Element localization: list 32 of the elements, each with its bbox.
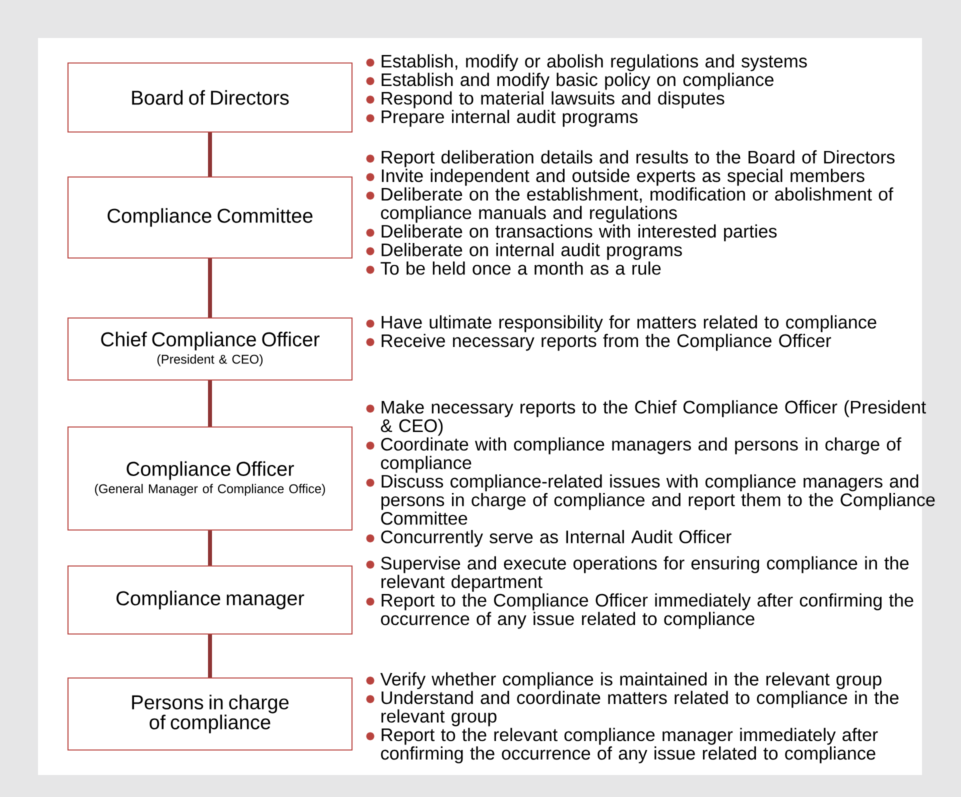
bullet-text: Establish, modify or abolish regulations and systems xyxy=(382,54,807,72)
bullet-text: Report to the relevant compliance manager immediately after confirming the occurrence of any issue related to compliance xyxy=(381,728,878,764)
role-box: Compliance Committee xyxy=(67,176,353,259)
bullet-text: To be held once a month as a rule xyxy=(380,261,661,275)
connector-line xyxy=(208,634,212,678)
bullet-text: Respond to material lawsuits and disputes xyxy=(382,91,724,108)
connector-line xyxy=(208,530,212,566)
role-box: Board of Directors xyxy=(67,62,353,133)
role-box: Persons in charge of compliance xyxy=(67,677,353,751)
bullet-text: Invite independent and outside experts as special members xyxy=(382,168,864,186)
bullet-text: Understand and coordinate matters related to compliance in the relevant group xyxy=(381,690,898,726)
role-box: Compliance Officer (General Manager of Compliance Office) xyxy=(67,426,353,531)
role-box: Compliance manager xyxy=(67,565,353,635)
bullet-text: Establish and modify basic policy on compliance xyxy=(382,72,774,90)
connector-line xyxy=(208,380,212,426)
bullet-text: Deliberate on transactions with interested parties xyxy=(382,224,777,242)
bullet-text: Verify whether compliance is maintained in the relevant group xyxy=(380,672,882,690)
bullet-text: Receive necessary reports from the Compliance Officer xyxy=(382,334,832,351)
bullet-text: Report to the Compliance Officer immediately after confirming the occurrence of any issue related to compliance xyxy=(381,593,914,629)
connector-line xyxy=(208,258,212,318)
connector-line xyxy=(208,132,212,176)
bullet-text: Concurrently serve as Internal Audit Officer xyxy=(381,530,732,547)
bullet-text: Deliberate on the establishment, modification or abolishment of compliance manuals and regulations xyxy=(381,187,894,223)
bullet-text: Supervise and execute operations for ensuring compliance in the relevant department xyxy=(381,556,909,592)
bullet-text: Deliberate on internal audit programs xyxy=(382,242,682,260)
bullet-text: Coordinate with compliance managers and persons in charge of compliance xyxy=(381,437,902,473)
bullet-text: Prepare internal audit programs xyxy=(382,110,638,127)
role-box: Chief Compliance Officer (President & CEO) xyxy=(67,317,353,381)
bullet-text: Report deliberation details and results to the Board of Directors xyxy=(382,150,895,168)
bullet-text: Discuss compliance-related issues with compliance managers and persons in charge of compliance and report them to the Compliance Committee xyxy=(381,474,935,525)
bullet-text: Make necessary reports to the Chief Compliance Officer (President & CEO) xyxy=(380,400,926,436)
bullet-text: Have ultimate responsibility for matters related to compliance xyxy=(382,315,876,332)
